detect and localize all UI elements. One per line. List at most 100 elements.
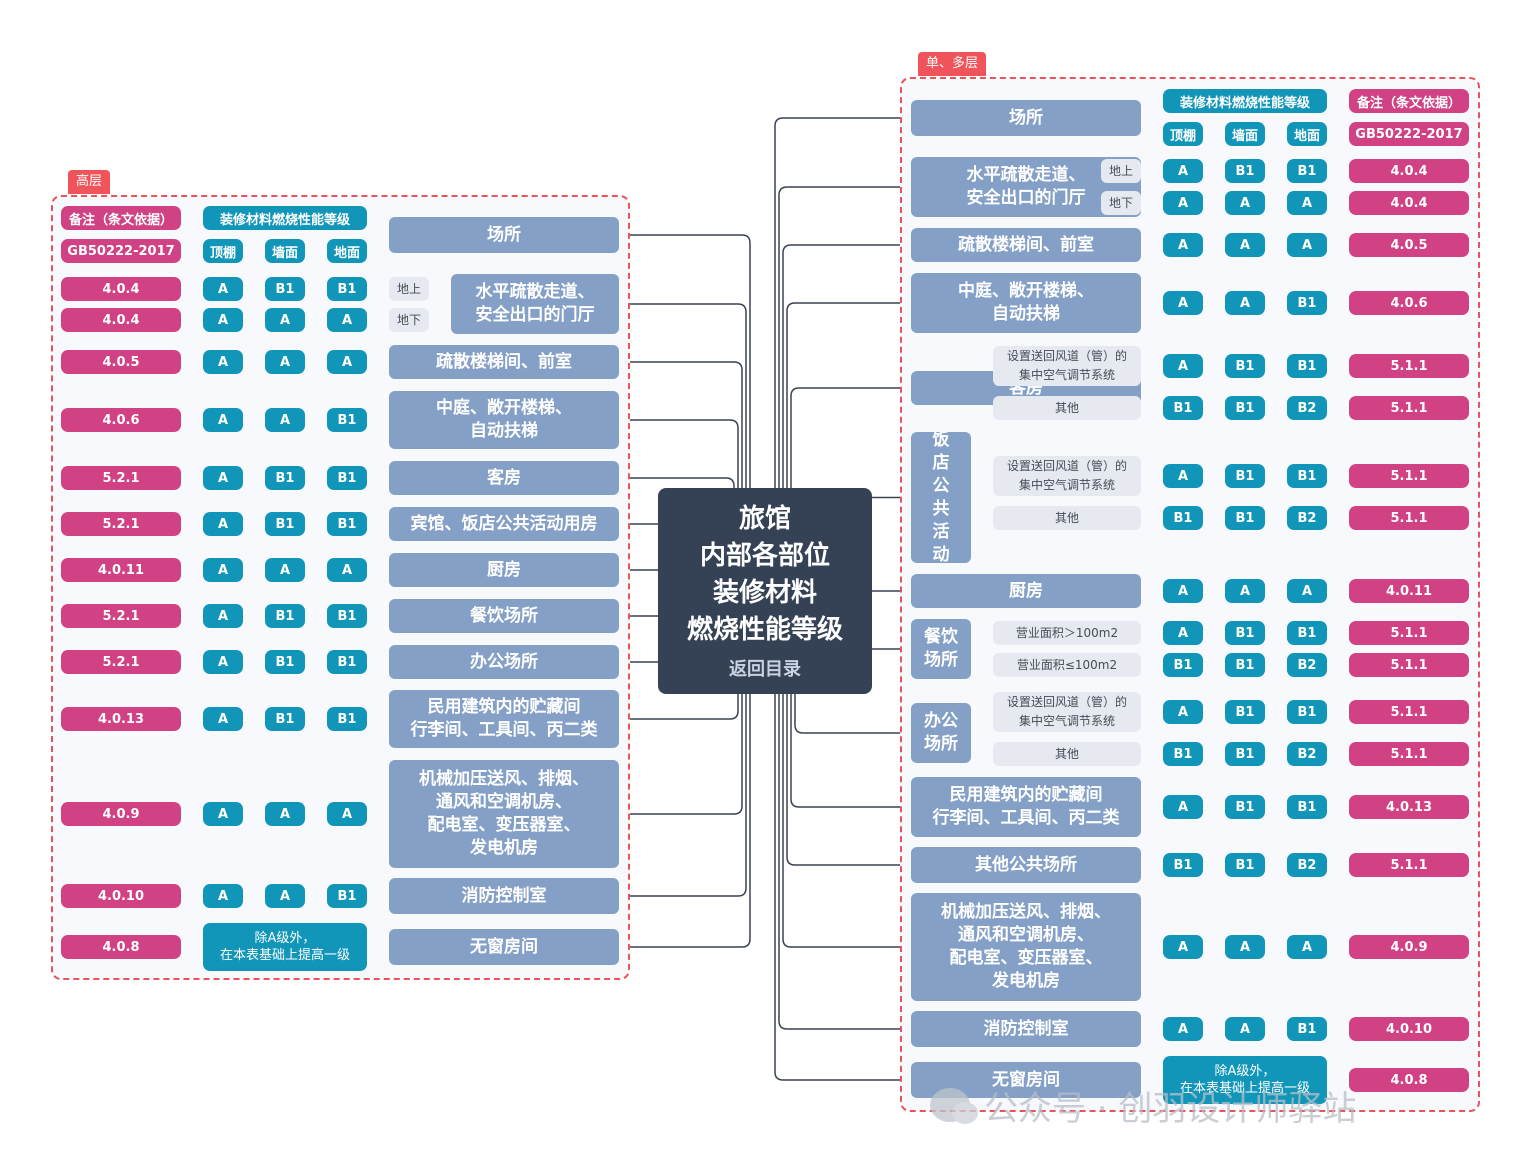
row-label-right[interactable]: 厨房	[911, 574, 1141, 608]
grade-cell: B1	[1225, 621, 1265, 645]
grade-cell: A	[1287, 191, 1327, 215]
row-label-left[interactable]: 机械加压送风、排烟、 通风和空调机房、 配电室、变压器室、 发电机房	[389, 760, 619, 868]
grade-cell: B1	[1225, 354, 1265, 378]
grade-cell: A	[1163, 935, 1203, 959]
row-label-right[interactable]: 民用建筑内的贮藏间 行李间、工具间、丙二类	[911, 777, 1141, 837]
row-label-right[interactable]: 疏散楼梯间、前室	[911, 228, 1141, 262]
grade-cell: B1	[1163, 742, 1203, 766]
ceiling-header: 顶棚	[203, 239, 243, 263]
grade-cell: B1	[1225, 853, 1265, 877]
grade-cell: A	[1225, 1017, 1265, 1041]
connector	[786, 302, 911, 591]
high-rise-tag: 高层	[68, 170, 111, 194]
row-label-left[interactable]: 消防控制室	[389, 878, 619, 914]
grade-cell: A	[203, 408, 243, 432]
row-label-right[interactable]: 餐饮 场所	[911, 619, 971, 679]
ref-cell: 4.0.13	[1349, 795, 1469, 819]
grade-cell: B1	[1225, 795, 1265, 819]
connector	[619, 477, 735, 591]
grade-cell: A	[203, 512, 243, 536]
grade-cell: B1	[327, 884, 367, 908]
back-to-contents-link[interactable]: 返回目录	[729, 659, 801, 680]
row-label-right[interactable]: 机械加压送风、排烟、 通风和空调机房、 配电室、变压器室、 发电机房	[911, 893, 1141, 1001]
connector	[778, 186, 911, 591]
grade-cell: A	[1225, 935, 1265, 959]
ref-cell: 5.2.1	[61, 604, 181, 628]
grade-cell: B1	[327, 650, 367, 674]
ref-cell: 5.1.1	[1349, 742, 1469, 766]
row-label-left[interactable]: 办公场所	[389, 645, 619, 679]
grade-cell: A	[1163, 464, 1203, 488]
std-header: GB50222-2017	[1349, 122, 1469, 146]
sub-label: 设置送回风道（管）的 集中空气调节系统	[993, 346, 1141, 386]
grade-cell: A	[203, 884, 243, 908]
sub-label: 地下	[389, 308, 429, 332]
sub-label: 地上	[389, 277, 429, 301]
grade-cell: A	[265, 350, 305, 374]
ref-cell: 4.0.11	[61, 558, 181, 582]
row-label-left[interactable]: 餐饮场所	[389, 599, 619, 633]
connector	[619, 589, 751, 948]
row-label-place: 场所	[911, 100, 1141, 136]
row-label-right[interactable]: 宾 馆 饭 店 公 共 活 动 用 房	[911, 432, 971, 563]
ref-cell: 4.0.11	[1349, 579, 1469, 603]
grade-cell: B1	[1287, 354, 1327, 378]
grade-cell: A	[1163, 1017, 1203, 1041]
row-label-left[interactable]: 中庭、敞开楼梯、 自动扶梯	[389, 391, 619, 449]
ref-cell: 5.1.1	[1349, 621, 1469, 645]
row-label-left[interactable]: 客房	[389, 461, 619, 495]
ceiling-header: 顶棚	[1163, 122, 1203, 146]
root-topic[interactable]: 旅馆 内部各部位 装修材料 燃烧性能等级返回目录	[658, 488, 872, 694]
sub-label: 设置送回风道（管）的 集中空气调节系统	[993, 692, 1141, 732]
grade-cell: B1	[327, 277, 367, 301]
row-label-left[interactable]: 疏散楼梯间、前室	[389, 345, 619, 379]
connector	[619, 419, 739, 591]
row-label-right[interactable]: 消防控制室	[911, 1011, 1141, 1047]
ref-cell: 4.0.5	[61, 350, 181, 374]
grade-cell: A	[203, 350, 243, 374]
grade-cell: A	[1163, 795, 1203, 819]
grade-cell: A	[1287, 233, 1327, 257]
row-label-left[interactable]: 无窗房间	[389, 929, 619, 965]
row-label-left[interactable]: 宾馆、饭店公共活动用房	[389, 507, 619, 541]
sub-label: 其他	[993, 506, 1141, 530]
grade-cell: A	[203, 558, 243, 582]
ref-cell: 5.1.1	[1349, 396, 1469, 420]
row-label-left[interactable]: 厨房	[389, 553, 619, 587]
connector	[778, 589, 911, 1030]
ref-cell: 4.0.8	[61, 935, 181, 959]
row-label-right[interactable]: 办公 场所	[911, 703, 971, 763]
row-label-right[interactable]: 其他公共场所	[911, 847, 1141, 883]
grade-cell: A	[1163, 291, 1203, 315]
ref-cell: 4.0.4	[1349, 159, 1469, 183]
grade-cell: B1	[1225, 742, 1265, 766]
grade-cell: B1	[1163, 653, 1203, 677]
sub-label: 设置送回风道（管）的 集中空气调节系统	[993, 456, 1141, 496]
connector	[774, 589, 911, 1081]
grade-cell: A	[1287, 579, 1327, 603]
connector	[619, 589, 743, 815]
watermark-text: 公众号 · 创羽设计师驿站	[984, 1088, 1357, 1129]
grade-cell: B1	[265, 707, 305, 731]
grade-cell: A	[327, 802, 367, 826]
ref-cell: 5.2.1	[61, 650, 181, 674]
sub-label: 营业面积＞100m2	[993, 621, 1141, 645]
ref-cell: 4.0.6	[1349, 291, 1469, 315]
grade-cell: B1	[1225, 396, 1265, 420]
ref-cell: 5.2.1	[61, 466, 181, 490]
grade-cell: A	[327, 558, 367, 582]
ref-cell: 4.0.4	[1349, 191, 1469, 215]
connector	[790, 589, 911, 808]
grade-cell: A	[1163, 621, 1203, 645]
row-label-left[interactable]: 民用建筑内的贮藏间 行李间、工具间、丙二类	[389, 690, 619, 748]
grade-cell: A	[1163, 159, 1203, 183]
row-label-left[interactable]: 水平疏散走道、 安全出口的门厅	[451, 274, 619, 334]
ref-cell: 4.0.10	[61, 884, 181, 908]
ref-cell: 5.1.1	[1349, 853, 1469, 877]
grade-cell: A	[1225, 579, 1265, 603]
wall-header: 墙面	[1225, 122, 1265, 146]
connector	[794, 589, 911, 734]
row-label-right[interactable]: 中庭、敞开楼梯、 自动扶梯	[911, 273, 1141, 333]
connector	[619, 303, 747, 591]
grade-cell: B2	[1287, 742, 1327, 766]
